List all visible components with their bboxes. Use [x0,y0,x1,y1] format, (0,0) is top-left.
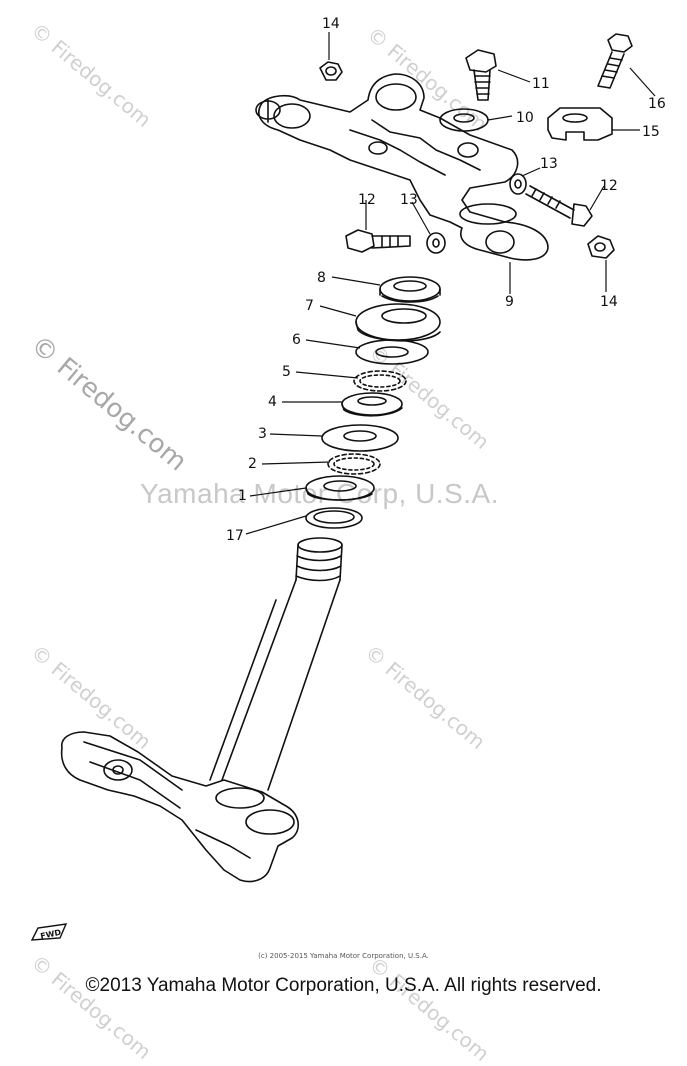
under-bracket [60,731,299,883]
balls-2 [327,453,381,475]
steering-stem [209,537,343,791]
part-label-13-right: 13 [540,156,558,172]
cover-7 [355,303,441,342]
part-label-6: 6 [292,332,301,348]
part-label-17: 17 [226,528,244,544]
race-3 [321,424,399,452]
seal-17 [305,507,363,529]
part-label-14-top: 14 [322,16,340,32]
part-label-13-left: 13 [400,192,418,208]
balls-5 [353,370,407,392]
small-copyright: (c) 2005-2015 Yamaha Motor Corporation, … [258,952,429,960]
part-label-7: 7 [305,298,314,314]
washer-10 [439,108,489,132]
fwd-label: FWD [40,928,63,941]
part-label-4: 4 [268,394,277,410]
nut-14-top [319,61,343,81]
race-6 [355,339,429,365]
part-label-8: 8 [317,270,326,286]
leader-lines [245,32,656,535]
fwd-arrow-icon: FWD [30,923,68,941]
part-label-16: 16 [648,96,666,112]
bolt-12-right [525,185,593,227]
bolt-12-left [345,229,411,253]
part-label-12-left: 12 [358,192,376,208]
upper-bracket [255,73,549,261]
race-1 [305,475,375,501]
part-label-10: 10 [516,110,534,126]
nut-14-right [587,235,615,259]
washer-13-right [509,173,527,195]
part-label-9: 9 [505,294,514,310]
part-label-3: 3 [258,426,267,442]
part-label-11: 11 [532,76,550,92]
ring-nut-8 [379,276,441,303]
part-label-12-right: 12 [600,178,618,194]
cap-15 [547,107,613,141]
part-labels: 14 11 16 10 15 13 12 12 13 14 9 8 7 6 5 … [226,16,666,544]
washer-13-left [426,232,446,254]
part-label-5: 5 [282,364,291,380]
bolt-16 [597,33,633,89]
race-4 [341,392,403,417]
watermark-center: Yamaha Motor Corp, U.S.A. [140,478,499,509]
part-label-2: 2 [248,456,257,472]
part-label-15: 15 [642,124,660,140]
steering-exploded-diagram: 14 11 16 10 15 13 12 12 13 14 9 8 7 6 5 … [60,16,666,883]
footer-copyright: ©2013 Yamaha Motor Corporation, U.S.A. A… [85,975,602,996]
part-label-14-right: 14 [600,294,618,310]
bolt-11 [465,49,497,101]
part-label-1: 1 [238,488,247,504]
